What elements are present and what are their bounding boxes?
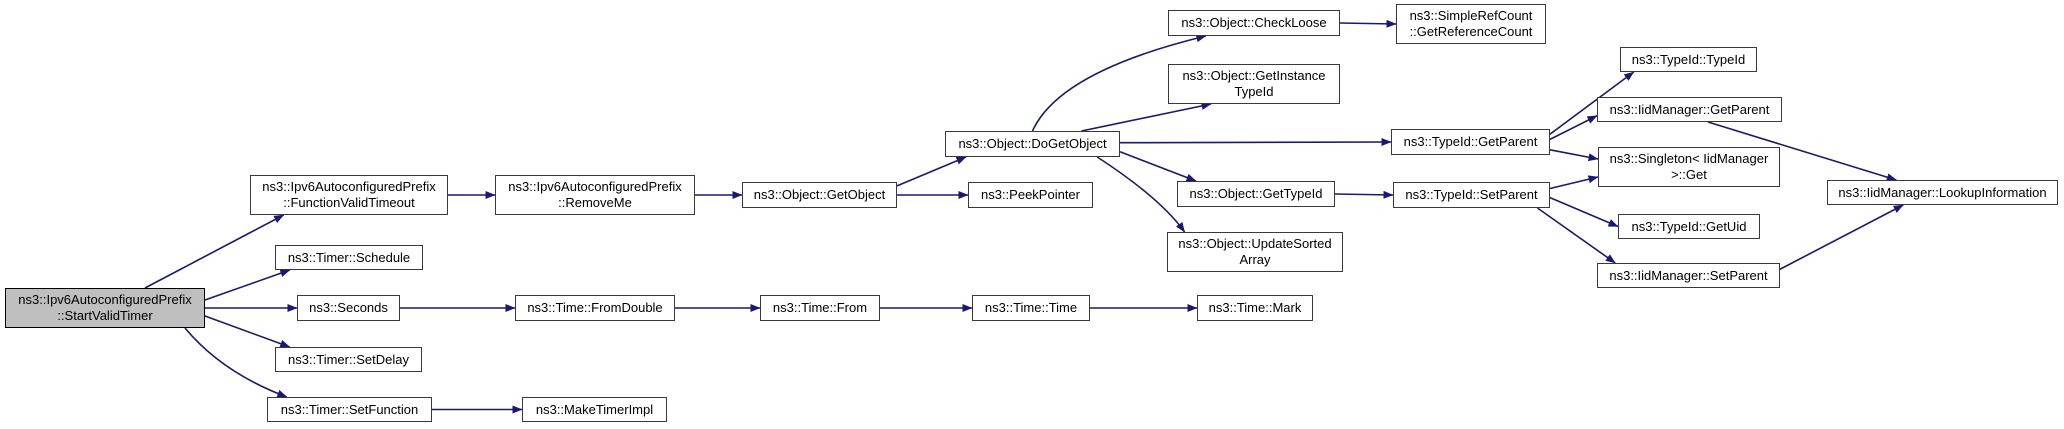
graph-node-label: ns3::Object::GetObject — [753, 187, 886, 202]
graph-node-label: ns3::Timer::SetFunction — [280, 401, 419, 417]
graph-node-singleton_get[interactable]: ns3::Singleton< IidManager >::Get — [1598, 147, 1780, 187]
graph-node-label: ns3::Object::CheckLoose — [1181, 15, 1327, 30]
graph-node-seconds[interactable]: ns3::Seconds — [297, 295, 400, 321]
edge-getobject-to-dogetobject — [896, 156, 967, 187]
edge-dogetobject-to-obj_gettypeid — [1119, 151, 1197, 182]
edge-start-to-setfunction — [184, 327, 288, 398]
graph-node-label: ns3::Time::FromDouble — [527, 300, 663, 315]
graph-node-label: ns3::Seconds — [309, 300, 388, 315]
graph-node-label: ns3::IidManager::LookupInformation — [1838, 184, 2047, 200]
graph-node-fromdouble[interactable]: ns3::Time::FromDouble — [515, 295, 675, 321]
graph-node-iid_setparent[interactable]: ns3::IidManager::SetParent — [1597, 263, 1780, 288]
graph-node-start: ns3::Ipv6AutoconfiguredPrefix ::StartVal… — [5, 288, 205, 328]
graph-node-tid_setparent[interactable]: ns3::TypeId::SetParent — [1393, 182, 1550, 208]
graph-node-label: ns3::SimpleRefCount ::GetReferenceCount — [1409, 8, 1533, 39]
graph-node-label: ns3::MakeTimerImpl — [535, 401, 654, 417]
graph-node-label: ns3::TypeId::TypeId — [1631, 51, 1746, 67]
graph-node-label: ns3::TypeId::SetParent — [1405, 187, 1538, 202]
graph-node-removeme[interactable]: ns3::Ipv6AutoconfiguredPrefix ::RemoveMe — [495, 175, 695, 215]
graph-node-label: ns3::Ipv6AutoconfiguredPrefix ::RemoveMe — [508, 179, 682, 210]
edges-group — [144, 19, 1904, 414]
graph-node-maketimerimpl[interactable]: ns3::MakeTimerImpl — [522, 397, 667, 422]
graph-node-dogetobject[interactable]: ns3::Object::DoGetObject — [945, 131, 1120, 157]
edge-checkloose-to-getrefcount — [1339, 19, 1397, 28]
edge-iid_getparent-to-lookupinfo — [1707, 121, 1897, 182]
graph-node-timetime[interactable]: ns3::Time::Time — [972, 295, 1090, 321]
graph-node-label: ns3::Object::UpdateSorted Array — [1178, 236, 1332, 267]
graph-node-timefrom[interactable]: ns3::Time::From — [760, 295, 880, 321]
edge-tid_getparent-to-iid_getparent — [1549, 115, 1598, 141]
graph-node-obj_gettypeid[interactable]: ns3::Object::GetTypeId — [1177, 181, 1335, 207]
graph-node-label: ns3::Time::From — [772, 300, 868, 315]
edge-tid_setparent-to-iid_setparent — [1536, 207, 1616, 264]
graph-node-label: ns3::PeekPointer — [980, 187, 1080, 202]
graph-node-peekpointer[interactable]: ns3::PeekPointer — [968, 182, 1093, 208]
graph-node-label: ns3::TypeId::GetParent — [1403, 134, 1538, 149]
graph-node-label: ns3::Ipv6AutoconfiguredPrefix ::StartVal… — [18, 292, 192, 323]
graph-node-iid_getparent[interactable]: ns3::IidManager::GetParent — [1597, 97, 1782, 122]
graph-node-schedule[interactable]: ns3::Timer::Schedule — [275, 245, 423, 270]
edge-tid_setparent-to-singleton_get — [1549, 175, 1599, 190]
graph-node-timemark[interactable]: ns3::Time::Mark — [1197, 295, 1313, 321]
graph-node-label: ns3::Object::DoGetObject — [958, 136, 1107, 151]
graph-node-setdelay[interactable]: ns3::Timer::SetDelay — [275, 347, 422, 372]
graph-node-tid_tid[interactable]: ns3::TypeId::TypeId — [1620, 47, 1757, 72]
graph-node-getobject[interactable]: ns3::Object::GetObject — [742, 182, 897, 208]
graph-node-getrefcount[interactable]: ns3::SimpleRefCount ::GetReferenceCount — [1396, 4, 1546, 44]
graph-node-label: ns3::Timer::Schedule — [287, 249, 411, 265]
edge-dogetobject-to-getinstance — [1081, 102, 1212, 132]
graph-node-label: ns3::IidManager::SetParent — [1609, 267, 1768, 283]
graph-node-lookupinfo[interactable]: ns3::IidManager::LookupInformation — [1827, 180, 2058, 205]
edge-iid_setparent-to-lookupinfo — [1779, 204, 1904, 270]
graph-node-label: ns3::Object::GetTypeId — [1189, 186, 1323, 201]
edge-dogetobject-to-checkloose — [1031, 34, 1207, 132]
graph-node-label: ns3::Singleton< IidManager >::Get — [1609, 151, 1769, 182]
graph-node-label: ns3::Time::Time — [984, 300, 1078, 315]
graph-node-fvt[interactable]: ns3::Ipv6AutoconfiguredPrefix ::Function… — [250, 175, 448, 215]
edge-start-to-schedule — [204, 269, 291, 301]
edge-tid_getparent-to-singleton_get — [1549, 149, 1599, 162]
graph-node-label: ns3::Object::GetInstance TypeId — [1182, 68, 1326, 99]
graph-node-label: ns3::Time::Mark — [1208, 300, 1302, 315]
graph-node-label: ns3::IidManager::GetParent — [1609, 101, 1770, 117]
edge-obj_gettypeid-to-tid_setparent — [1334, 190, 1394, 199]
graph-node-tid_getparent[interactable]: ns3::TypeId::GetParent — [1391, 129, 1550, 155]
edge-start-to-setdelay — [204, 315, 291, 348]
graph-node-label: ns3::Timer::SetDelay — [288, 351, 409, 367]
edge-dogetobject-to-tid_getparent — [1119, 138, 1392, 147]
graph-node-getinstance[interactable]: ns3::Object::GetInstance TypeId — [1168, 64, 1340, 104]
graph-node-updatesorted[interactable]: ns3::Object::UpdateSorted Array — [1167, 232, 1343, 272]
edge-tid_getparent-to-tid_tid — [1549, 71, 1635, 135]
edge-dogetobject-to-updatesorted — [1096, 156, 1186, 233]
graph-node-tid_getuid[interactable]: ns3::TypeId::GetUid — [1618, 214, 1760, 239]
graph-node-label: ns3::TypeId::GetUid — [1631, 218, 1747, 234]
edge-tid_setparent-to-tid_getuid — [1549, 196, 1619, 228]
graph-node-checkloose[interactable]: ns3::Object::CheckLoose — [1168, 10, 1340, 36]
edge-start-to-fvt — [144, 214, 285, 289]
graph-node-label: ns3::Ipv6AutoconfiguredPrefix ::Function… — [262, 179, 436, 210]
graph-node-setfunction[interactable]: ns3::Timer::SetFunction — [267, 397, 432, 422]
